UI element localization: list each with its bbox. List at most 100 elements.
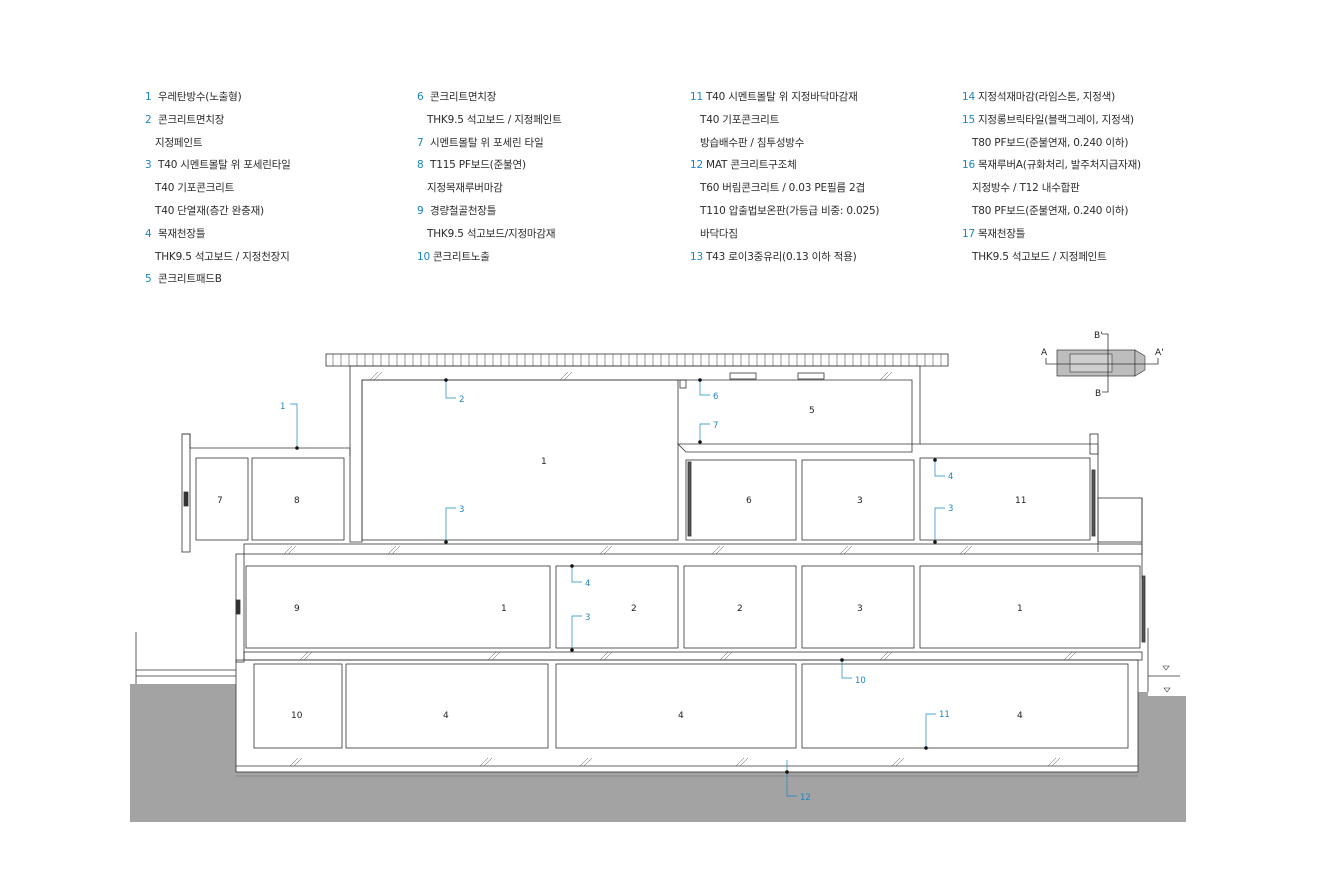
callout-dots: [295, 378, 937, 774]
room-label: 4: [678, 711, 684, 721]
room-label: 3: [857, 604, 863, 614]
structure: [135, 353, 1180, 773]
room-9-1-box: [245, 565, 551, 649]
left-roof-parapet: [182, 433, 351, 456]
room-4a-box: [345, 663, 549, 749]
callout-label: 3: [459, 505, 464, 515]
room-2a-box: [555, 565, 679, 649]
right-parapet-cap: [1089, 433, 1099, 455]
balcony-slab: [677, 443, 913, 453]
first-floor-slab: [243, 651, 1143, 661]
legend-item: T80 PF보드(준불연재, 0.240 이하): [972, 136, 1129, 149]
key-plan: A A' B' B: [1041, 331, 1164, 399]
level-marker-icons: [1162, 665, 1171, 693]
room-label: 2: [737, 604, 743, 614]
right-roof-parapet: [920, 443, 1099, 552]
legend-item: 바닥다짐: [700, 227, 738, 240]
legend-item: T40 기포콘크리트: [700, 113, 780, 126]
section-line-a: [1045, 358, 1159, 365]
legend-item: 지정페인트: [155, 136, 203, 149]
room-10-box: [253, 663, 343, 749]
callout-label: 10: [855, 676, 866, 686]
room-labels: 1 5 7 8 6 3 11 9 1 2 2 3 1 10 4 4 4: [217, 406, 1026, 721]
legend-item: 지정방수 / T12 내수합판: [972, 182, 1080, 195]
room-label: 9: [294, 604, 300, 614]
room-label: 3: [857, 496, 863, 506]
legend-item: T60 버림콘크리트 / 0.03 PE필름 2겹: [700, 182, 865, 195]
key-plan-inner: [1069, 353, 1113, 373]
callout-labels: 1 2 3 6 7 4 3 4 3 10 11 12: [280, 392, 953, 803]
room-label: 4: [443, 711, 449, 721]
room-1-box: [361, 379, 679, 541]
callout-label: 2: [459, 395, 464, 405]
legend-item: THK9.5 석고보드 / 지정천장지: [155, 250, 290, 263]
room-2b-box: [683, 565, 797, 649]
slab-hatching: [283, 371, 1077, 767]
top-floor-shell: [349, 365, 921, 543]
key-plan-label-a-prime: A': [1155, 348, 1164, 358]
room-label: 1: [501, 604, 507, 614]
room-1b-box: [919, 565, 1141, 649]
room-4b-box: [555, 663, 797, 749]
callout-label: 4: [948, 472, 953, 482]
callout-label: 11: [939, 710, 950, 720]
legend-item: THK9.5 석고보드 / 지정페인트: [972, 250, 1107, 263]
room-7-box: [195, 457, 249, 541]
key-plan-label-b: B: [1095, 389, 1101, 399]
left-wall: [181, 433, 191, 553]
callout-label: 1: [280, 402, 285, 412]
ground: [130, 684, 1186, 822]
callout-label: 4: [585, 579, 590, 589]
callout-label: 6: [713, 392, 718, 402]
legend-item: T40 기포콘크리트: [155, 182, 235, 195]
yard-wall: [135, 632, 236, 684]
room-label: 8: [294, 496, 300, 506]
callout-label: 3: [585, 613, 590, 623]
room-label: 11: [1015, 496, 1026, 506]
roof-railing-pattern: [332, 354, 942, 366]
room-label: 6: [746, 496, 752, 506]
legend-item: 지정목재루버마감: [427, 182, 503, 195]
skylight: [729, 372, 757, 380]
room-11-box: [919, 457, 1091, 541]
key-plan-label-a: A: [1041, 348, 1048, 358]
legend-item: THK9.5 석고보드/지정마감재: [427, 227, 556, 240]
window: [687, 461, 692, 537]
key-plan-label-b-prime: B': [1094, 331, 1103, 341]
room-4c-box: [801, 663, 1129, 749]
window: [1141, 575, 1146, 643]
skylight: [797, 372, 825, 380]
window: [1091, 469, 1096, 537]
window: [183, 491, 189, 507]
room-6-box: [685, 459, 797, 541]
room-label: 10: [291, 711, 303, 721]
legend-item: T40 단열재(층간 완충재): [155, 204, 264, 217]
room-3b-box: [801, 565, 915, 649]
basement-shell: [235, 659, 1139, 773]
room-3-box: [801, 459, 915, 541]
roof-drain: [679, 379, 687, 389]
room-label: 5: [809, 406, 815, 416]
key-plan-projection: [1134, 349, 1146, 377]
level-marker-icon: [1163, 687, 1171, 693]
room-label: 1: [541, 457, 547, 467]
callout-label: 3: [948, 504, 953, 514]
right-terrace: [1097, 497, 1143, 543]
room-label: 1: [1017, 604, 1023, 614]
